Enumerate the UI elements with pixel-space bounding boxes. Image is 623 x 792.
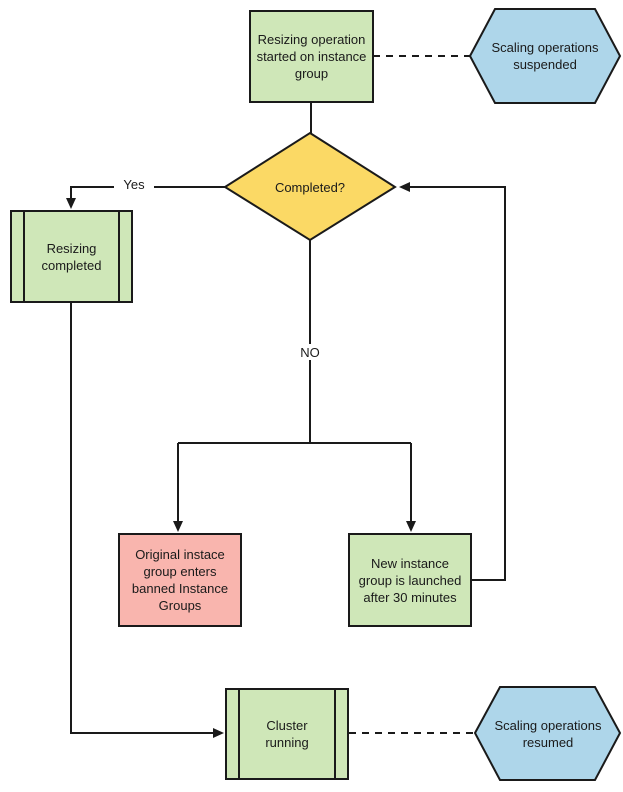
edge-label-yes: Yes (114, 176, 154, 192)
node-new-instance-group-label: New instance group is launched after 30 … (358, 555, 462, 605)
hexagon-resumed-label: Scaling operations resumed (494, 718, 602, 750)
edge-label-no: NO (294, 344, 326, 360)
arrowhead-into-decision (399, 182, 410, 192)
arrowhead-into-cluster (213, 728, 224, 738)
arrowhead-into-banned (173, 521, 183, 532)
node-banned-groups-label: Original instace group enters banned Ins… (131, 547, 229, 613)
node-start-label: Resizing operation started on instance g… (256, 32, 367, 81)
hexagon-scaling-resumed (473, 686, 622, 781)
decision-diamond (223, 131, 397, 242)
arrowhead-into-resizing-completed (66, 198, 76, 209)
node-new-instance-group: New instance group is launched after 30 … (348, 533, 472, 627)
hexagon-scaling-suspended (468, 8, 622, 104)
edge-decision-to-resizing-completed (70, 186, 225, 200)
node-cluster-running-label: Cluster running (265, 718, 309, 750)
edge-new-instance-to-decision (409, 186, 506, 581)
node-start: Resizing operation started on instance g… (249, 10, 374, 103)
node-resizing-completed: Resizing completed (10, 210, 133, 303)
decision-diamond-label: Completed? (274, 179, 346, 195)
edge-resizing-completed-to-cluster (70, 303, 214, 734)
node-cluster-running: Cluster running (225, 688, 349, 780)
node-banned-groups: Original instace group enters banned Ins… (118, 533, 242, 627)
arrowhead-into-new-instance (406, 521, 416, 532)
hexagon-suspended-label: Scaling operations suspended (491, 40, 599, 72)
node-resizing-completed-label: Resizing completed (41, 240, 102, 273)
